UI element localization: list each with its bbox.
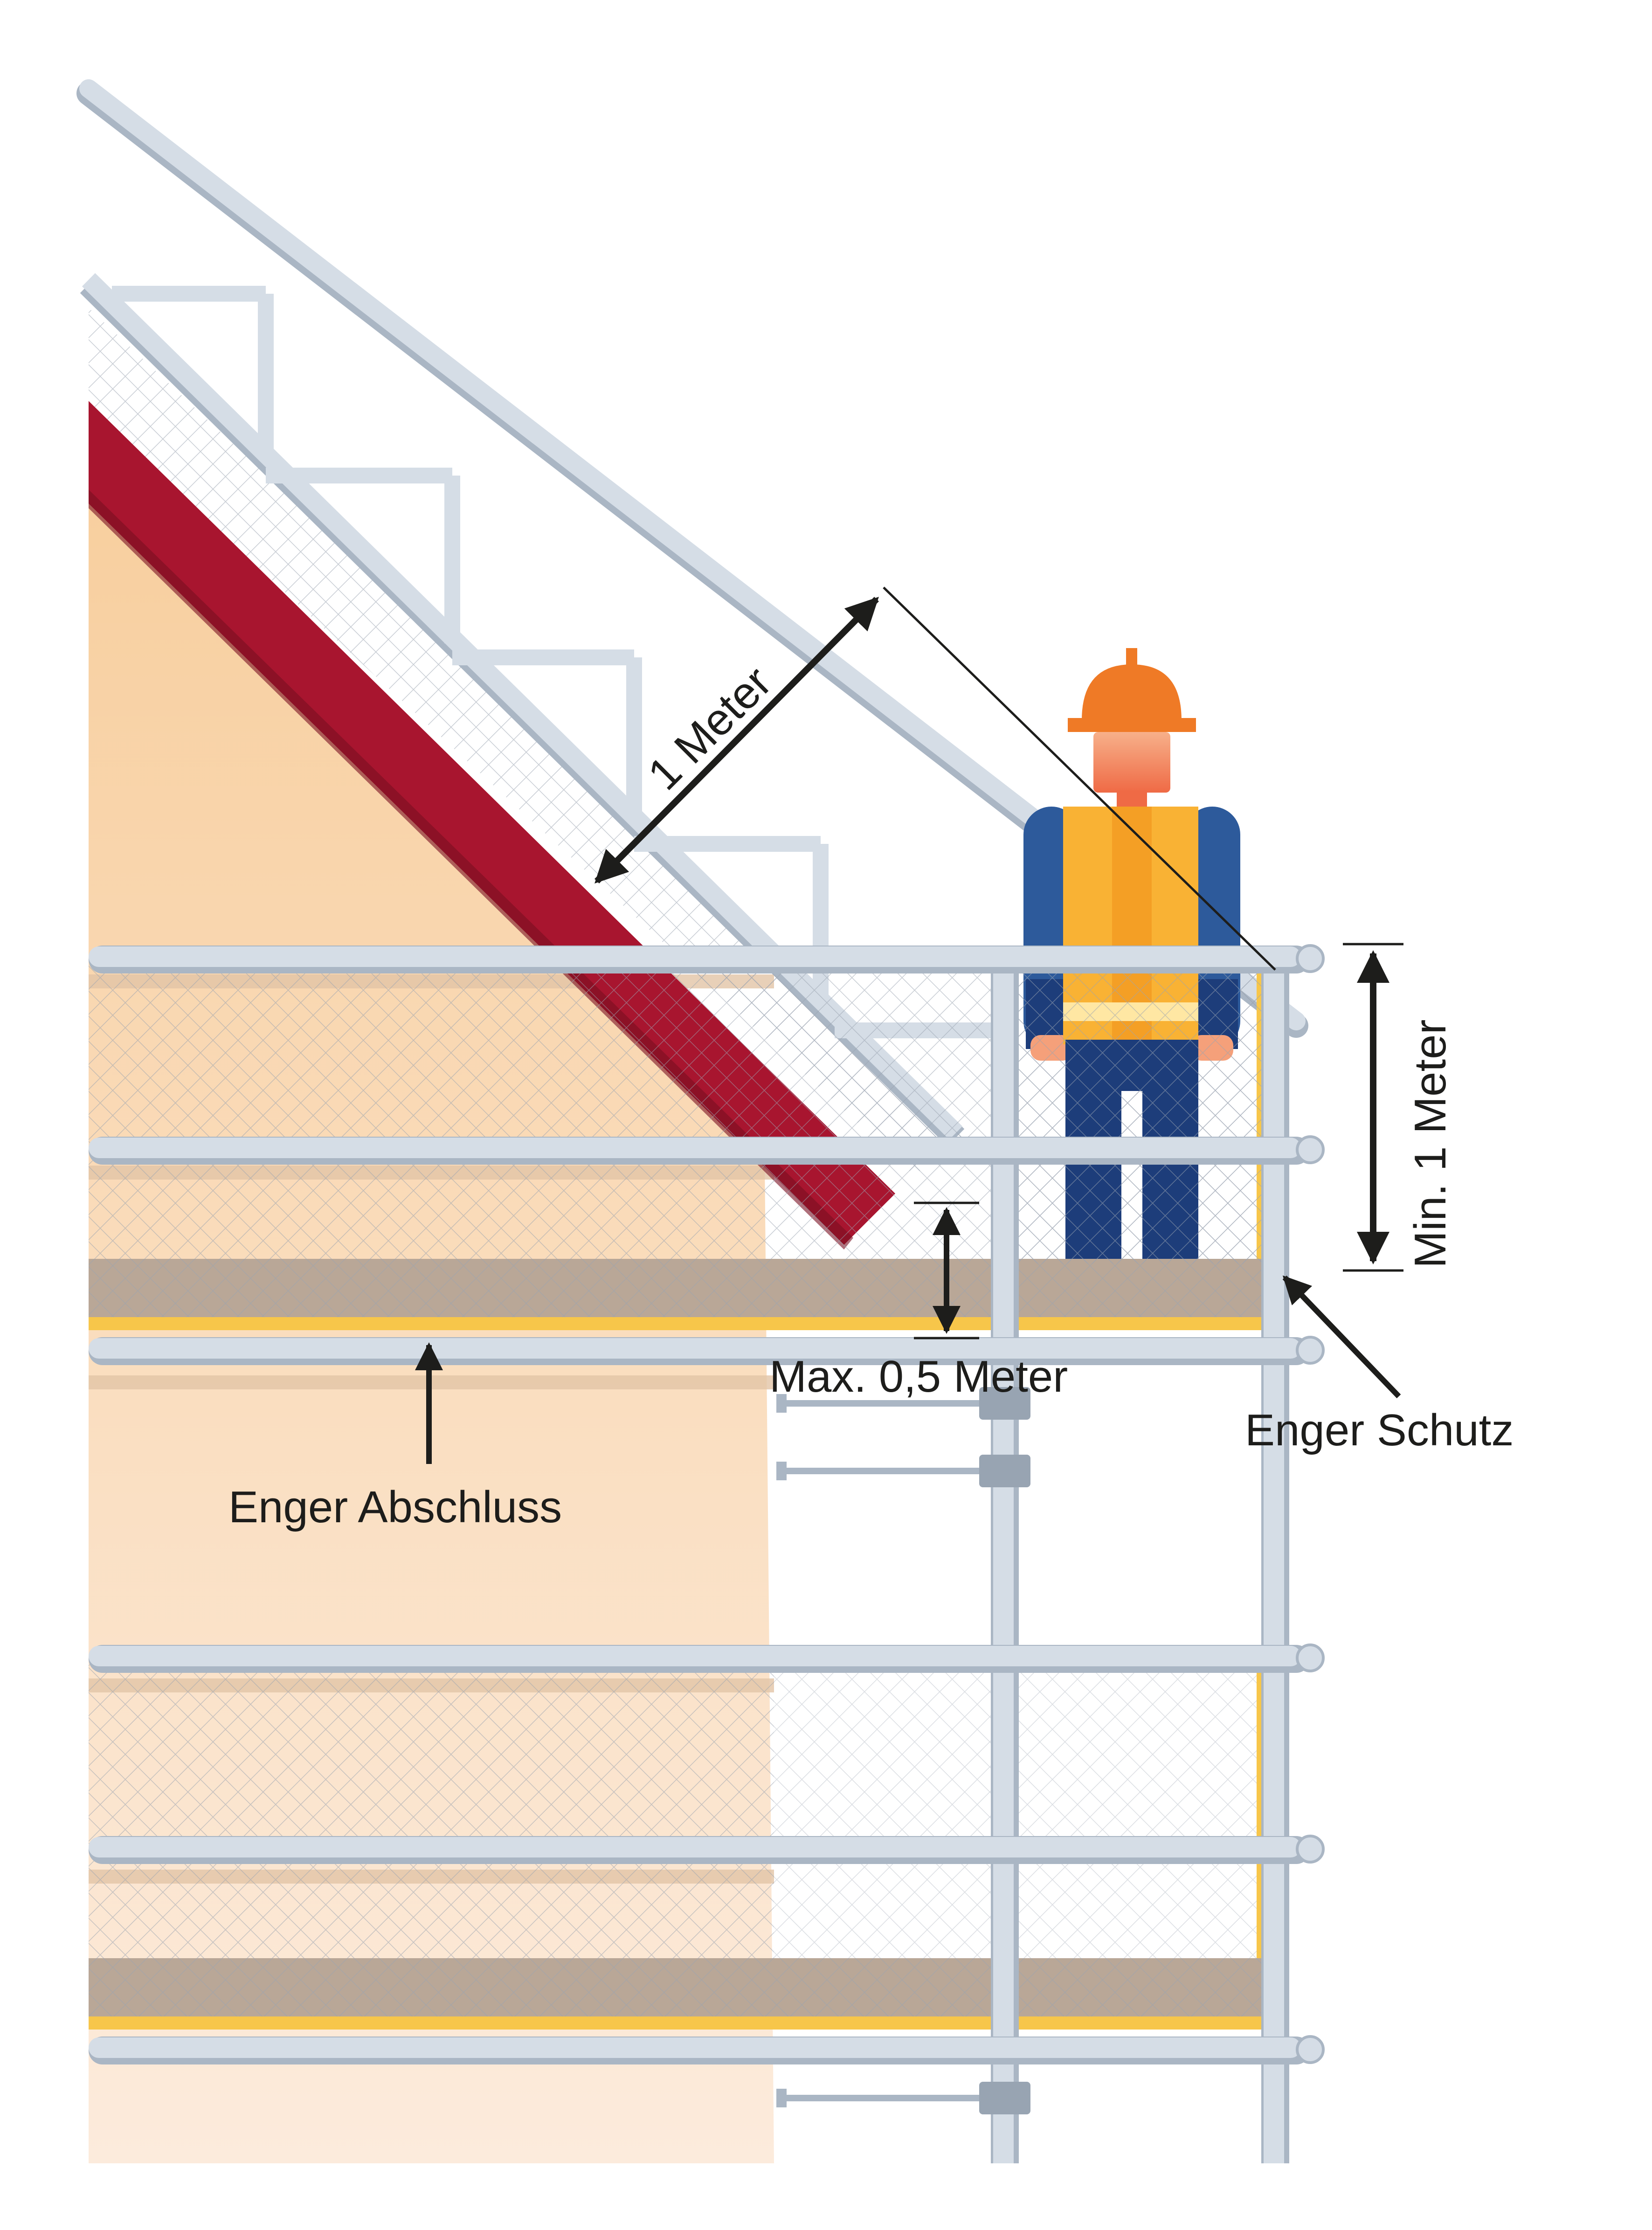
- label-guardrail-height: Min. 1 Meter: [1405, 1020, 1455, 1268]
- label-rafter-distance: 1 Meter: [638, 657, 781, 800]
- label-close-closure: Enger Abschluss: [228, 1482, 562, 1532]
- scaffold-deck-lower: [89, 1958, 1268, 2030]
- dimension-guardrail-height: Min. 1 Meter: [1343, 944, 1455, 1270]
- label-max-gap: Max. 0,5 Meter: [769, 1352, 1068, 1402]
- scaffold-deck-upper: [89, 1259, 1268, 1330]
- label-close-protection: Enger Schutz: [1245, 1405, 1514, 1455]
